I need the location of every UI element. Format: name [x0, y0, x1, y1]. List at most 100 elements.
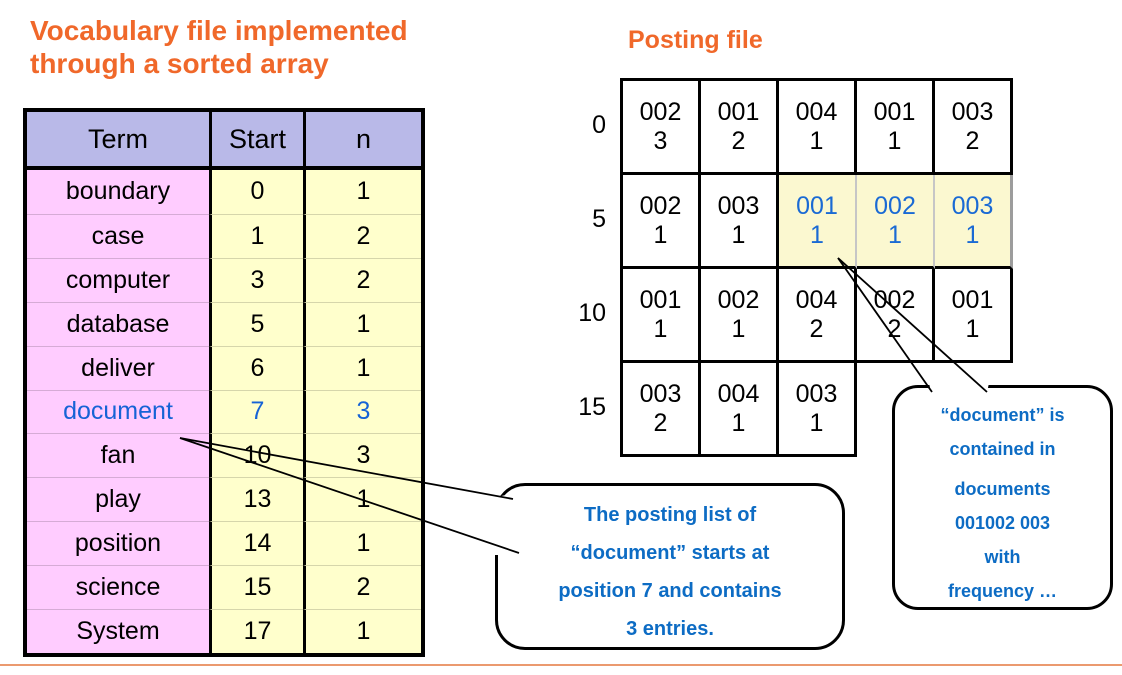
posting-freq: 2 [809, 314, 824, 343]
vocabulary-title-line2: through a sorted array [30, 48, 329, 79]
vocab-start: 15 [209, 565, 303, 610]
posting-freq: 1 [888, 220, 902, 249]
posting-doc: 002 [639, 97, 682, 126]
posting-doc: 002 [873, 285, 916, 314]
vocab-header-n: n [303, 112, 421, 170]
posting-doc: 001 [639, 285, 682, 314]
vocab-n: 2 [303, 257, 421, 302]
callout-line: contained in [949, 439, 1056, 459]
vocab-start: 5 [209, 301, 303, 346]
vocab-term: database [27, 301, 209, 346]
posting-row-label-15: 15 [578, 393, 606, 421]
posting-freq: 3 [653, 126, 668, 155]
posting-freq: 2 [731, 126, 746, 155]
posting-freq: 1 [653, 314, 668, 343]
posting-doc: 001 [873, 97, 916, 126]
vocabulary-title: Vocabulary file implemented through a so… [30, 14, 470, 80]
vocab-term-document: document [27, 389, 209, 434]
vocab-start: 13 [209, 477, 303, 522]
posting-freq: 1 [887, 126, 902, 155]
vocab-n: 1 [303, 345, 421, 390]
vocab-n: 1 [303, 609, 421, 653]
vocab-term: deliver [27, 345, 209, 390]
vocab-term: System [27, 609, 209, 653]
posting-doc: 002 [717, 285, 760, 314]
vocab-n: 2 [303, 565, 421, 610]
vocab-term: fan [27, 433, 209, 478]
posting-doc: 003 [639, 379, 682, 408]
posting-freq: 1 [809, 408, 824, 437]
vocab-start: 3 [209, 257, 303, 302]
vocab-n-document: 3 [303, 389, 421, 434]
posting-freq: 1 [731, 408, 746, 437]
callout-line: 3 entries. [626, 618, 714, 640]
vocab-term: computer [27, 257, 209, 302]
vocab-start: 1 [209, 213, 303, 258]
posting-doc: 001 [796, 191, 838, 220]
callout-document-contained: “document” is contained in documents 001… [892, 385, 1113, 610]
posting-freq: 2 [653, 408, 668, 437]
vocab-start: 17 [209, 609, 303, 653]
callout-line: The posting list of [583, 504, 757, 526]
callout-line: with [984, 547, 1021, 567]
posting-row-label-10: 10 [578, 299, 606, 327]
vocab-n: 2 [303, 213, 421, 258]
vocab-start: 6 [209, 345, 303, 390]
callout-line: “document” starts at [570, 542, 770, 564]
vocab-term: science [27, 565, 209, 610]
posting-doc: 002 [639, 191, 682, 220]
posting-freq: 1 [965, 220, 980, 249]
posting-freq: 1 [653, 220, 668, 249]
posting-doc: 004 [795, 285, 838, 314]
vocab-start: 10 [209, 433, 303, 478]
callout-line: position 7 and contains [558, 580, 782, 602]
vocabulary-title-line1: Vocabulary file implemented [30, 15, 408, 46]
posting-doc: 003 [795, 379, 838, 408]
vocab-n: 1 [303, 521, 421, 566]
posting-freq: 2 [887, 314, 902, 343]
vocab-n: 1 [303, 301, 421, 346]
posting-doc: 003 [717, 191, 760, 220]
vocab-header-term: Term [27, 112, 209, 170]
callout-line: 001002 003 [954, 513, 1051, 533]
posting-freq: 1 [731, 220, 746, 249]
posting-doc: 004 [717, 379, 760, 408]
posting-doc: 003 [951, 191, 994, 220]
vocab-start-document: 7 [209, 389, 303, 434]
vocab-header-start: Start [209, 112, 303, 170]
posting-freq: 1 [810, 220, 824, 249]
posting-doc: 001 [717, 97, 760, 126]
posting-doc: 002 [874, 191, 916, 220]
posting-freq: 1 [731, 314, 746, 343]
posting-freq: 1 [809, 126, 824, 155]
posting-freq: 1 [965, 314, 980, 343]
callout-line: frequency … [947, 581, 1058, 601]
vocab-n: 1 [303, 170, 421, 214]
vocab-start: 0 [209, 170, 303, 214]
posting-doc: 003 [951, 97, 994, 126]
vocab-n: 3 [303, 433, 421, 478]
callout-posting-list: The posting list of “document” starts at… [495, 483, 845, 650]
posting-freq: 2 [965, 126, 980, 155]
posting-doc: 004 [795, 97, 838, 126]
bottom-divider-rule [0, 664, 1122, 666]
posting-file-title: Posting file [628, 26, 763, 54]
posting-row-label-0: 0 [592, 111, 606, 139]
